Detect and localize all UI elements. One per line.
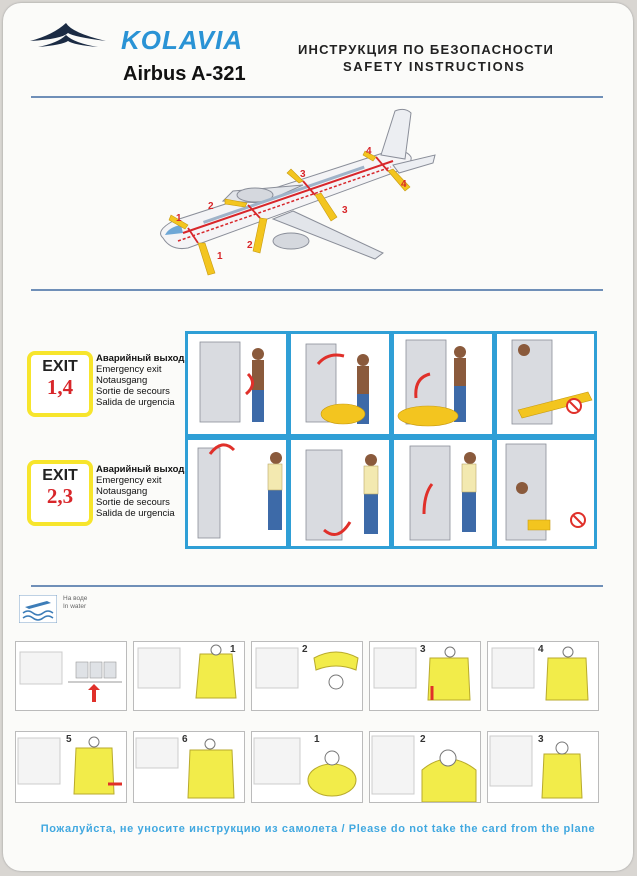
- exit-label: 1: [176, 213, 182, 224]
- title-english: SAFETY INSTRUCTIONS: [343, 59, 526, 74]
- lifevest-step-panel: [15, 641, 127, 711]
- aircraft-model: Airbus A-321: [123, 63, 246, 85]
- step-number: 2: [420, 734, 426, 745]
- step-number: 4: [538, 644, 544, 655]
- footer-notice: Пожалуйста, не уносите инструкцию из сам…: [40, 823, 596, 835]
- exit-line: Notausgang: [96, 375, 148, 386]
- exit-label: 2: [208, 201, 214, 212]
- exit-line: Emergency exit: [96, 475, 162, 486]
- exit-instructions-illustrations: [188, 334, 594, 546]
- lifevest-step-panel: 6: [133, 731, 245, 803]
- exit-line: Notausgang: [96, 486, 148, 497]
- kolavia-logo-icon: [30, 23, 106, 47]
- exit-label: 2: [247, 240, 253, 251]
- step-number: 1: [314, 734, 320, 745]
- brand-name: KOLAVIA: [121, 25, 244, 55]
- step-number: 1: [230, 644, 236, 655]
- lifevest-step-panel: 1: [251, 731, 363, 803]
- water-label: На воде In water: [63, 595, 87, 611]
- water-label-ru: На воде: [63, 595, 88, 602]
- seat-lifevest-location-icon: [19, 651, 122, 702]
- lifevest-step-illustration: [255, 647, 359, 690]
- lifevest-step-panel: 2: [369, 731, 481, 803]
- lifevest-step-illustration: [489, 735, 583, 799]
- divider: [31, 96, 603, 98]
- lifevest-step-panel: 4: [487, 641, 599, 711]
- exit-line: Salida de urgencia: [96, 397, 175, 408]
- lifevest-step-panel: 3: [487, 731, 599, 803]
- exit-numbers: 2,3: [46, 484, 74, 508]
- exit-label: 4: [366, 146, 372, 157]
- lifevest-step-illustration: [135, 737, 235, 799]
- lifevest-step-illustration: [373, 646, 471, 701]
- exit-numbers: 1,4: [46, 375, 74, 399]
- lifevest-step-illustration: [491, 646, 589, 701]
- exit-line: Sortie de secours: [96, 386, 170, 397]
- safety-card: KOLAVIA Airbus A-321 ИНСТРУКЦИЯ ПО БЕЗОП…: [3, 3, 633, 871]
- divider: [31, 289, 603, 291]
- lifevest-step-panel: 1: [133, 641, 245, 711]
- lifevest-step-illustration: [17, 736, 122, 795]
- exit-line: Sortie de secours: [96, 497, 170, 508]
- lifevest-step-panel: 3: [369, 641, 481, 711]
- step-number: 5: [66, 734, 72, 745]
- step-number: 6: [182, 734, 188, 745]
- exit-line: Аварийный выход: [96, 464, 185, 475]
- lifevest-step-panel: 2: [251, 641, 363, 711]
- step-number: 2: [302, 644, 308, 655]
- water-ditching-icon: [19, 595, 57, 623]
- aircraft-exit-diagram: [160, 108, 436, 276]
- exit-2-3-description: Аварийный выход Emergency exit Notausgan…: [96, 464, 184, 519]
- exit-1-4-description: Аварийный выход Emergency exit Notausgan…: [96, 353, 184, 408]
- exit-line: Salida de urgencia: [96, 508, 175, 519]
- title-russian: ИНСТРУКЦИЯ ПО БЕЗОПАСНОСТИ: [298, 42, 555, 57]
- divider: [31, 585, 603, 587]
- exit-1-4-badge: EXIT 1,4: [27, 351, 93, 417]
- exit-label: 4: [401, 179, 407, 190]
- exit-2-3-badge: EXIT 2,3: [27, 460, 93, 526]
- exit-label: 3: [300, 169, 306, 180]
- exit-label: 1: [217, 251, 223, 262]
- lifevest-step-illustration: [371, 735, 477, 803]
- exit-word: EXIT: [42, 358, 78, 375]
- step-number: 3: [420, 644, 426, 655]
- lifevest-step-illustration: [253, 737, 357, 797]
- lifevest-step-panel: 5: [15, 731, 127, 803]
- exit-line: Аварийный выход: [96, 353, 185, 364]
- exit-word: EXIT: [42, 467, 78, 484]
- exit-line: Emergency exit: [96, 364, 162, 375]
- step-number: 3: [538, 734, 544, 745]
- water-label-en: In water: [63, 603, 87, 610]
- lifevest-step-illustration: [137, 644, 237, 699]
- exit-label: 3: [342, 205, 348, 216]
